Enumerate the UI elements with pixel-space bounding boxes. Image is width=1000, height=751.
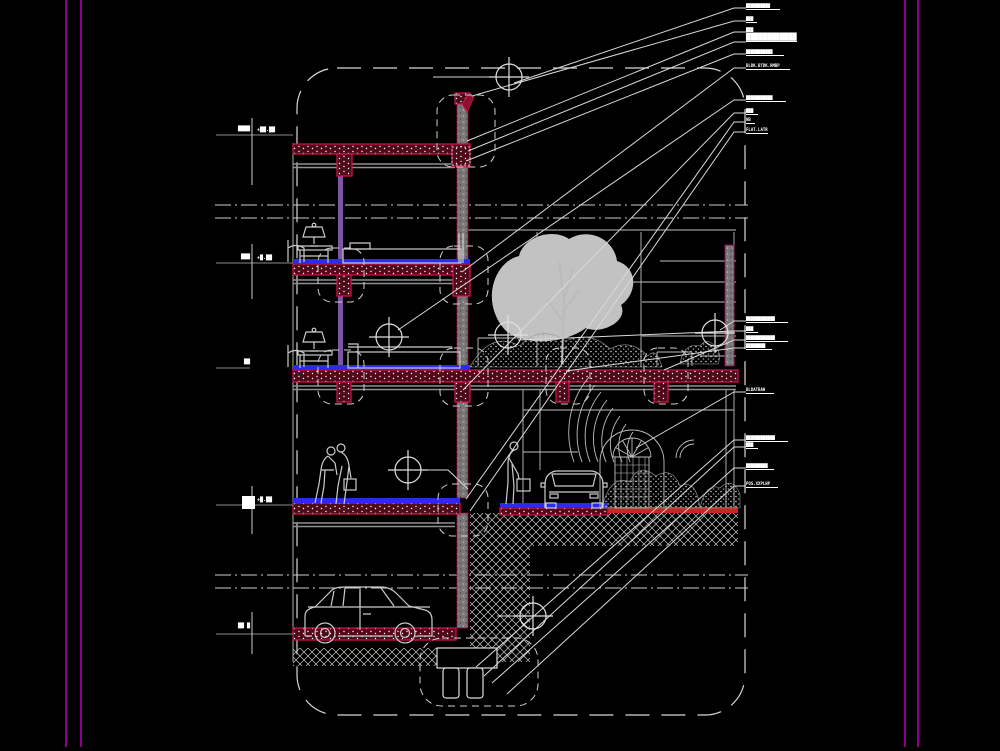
annotation-label-top: NB (746, 118, 755, 124)
chair (287, 240, 305, 262)
leader-line (462, 112, 746, 391)
detail-bubble (436, 94, 496, 168)
level-value-right: +█.██ (257, 255, 273, 261)
detail-bubble (439, 245, 489, 305)
beam-dotted-box (451, 146, 471, 166)
furniture-level2 (287, 327, 461, 369)
level-marker-lines (216, 134, 293, 635)
sidewalk-red-band (608, 507, 738, 513)
car-side-view (304, 586, 433, 644)
detail-bubble (437, 483, 489, 537)
chair (287, 345, 305, 367)
annotation-label-bottom: █████████ (746, 464, 774, 470)
tree-trunk (547, 261, 580, 365)
detail-bubble (419, 637, 539, 707)
annotation-label-top: ███████████ (746, 96, 786, 102)
leader-line (483, 446, 746, 677)
annotation-label-top: ██████████ (746, 4, 780, 10)
annotation-label-top: ███ (746, 17, 757, 23)
leader-line (517, 330, 746, 341)
leader-line (565, 347, 746, 372)
annotation-label-top: BLDK.BTDK.RMBP (746, 64, 790, 70)
floor-slabs (292, 92, 739, 641)
annotation-linework (251, 7, 746, 707)
annotation-label-middle: ████████████ (746, 336, 788, 342)
arched-entry (568, 376, 695, 509)
garden-shrubs (601, 469, 741, 509)
detail-bubble (643, 347, 689, 405)
section-cloud-outline (296, 67, 746, 716)
leader-line (719, 320, 746, 331)
annotation-label-top: FLAT.LATR (746, 127, 768, 134)
leader-line (397, 99, 746, 331)
level-symbol-square (242, 496, 255, 509)
sheet-border-lines (65, 0, 919, 747)
annotation-label-top: ███ (746, 109, 758, 115)
parapet-cap-detail (461, 94, 475, 113)
car-front-view (540, 470, 608, 509)
annotation-label-middle: ████████ (746, 344, 772, 350)
level-value-left: ██ (243, 359, 250, 365)
leader-line (635, 391, 746, 449)
people (314, 441, 531, 505)
detail-bubble (439, 347, 489, 407)
furniture-level3 (287, 222, 464, 264)
annotation-label-middle: BLDATBAH (746, 388, 774, 394)
bracket-arcs (675, 439, 695, 459)
foundation (436, 647, 498, 699)
level-value-right: +█.██ (257, 497, 273, 503)
leader-line (475, 439, 746, 668)
detail-bubble (317, 247, 365, 303)
leader-line (466, 31, 746, 142)
annotation-label-bottom: ████████████ (746, 436, 788, 442)
leader-line (506, 485, 746, 695)
leader-line (465, 53, 746, 162)
leader-line (461, 67, 746, 273)
level-value-right: +██.██ (257, 127, 276, 133)
leader-line (663, 339, 746, 371)
level-value-left: ████ (237, 126, 250, 132)
annotation-label-middle: ███ (746, 327, 758, 333)
annotation-label-top: ███ (746, 28, 758, 34)
detail-bubble (545, 347, 591, 405)
leader-line (491, 467, 746, 684)
level-value-left: ██ █ (237, 623, 250, 629)
leader-line (471, 20, 746, 97)
annotation-label-top: ████████████ (746, 33, 797, 42)
leader-line (421, 469, 469, 490)
annotation-label-top: ███████████ (746, 50, 784, 56)
planter-lines (477, 337, 693, 366)
leader-line (467, 41, 746, 152)
annotation-label-bottom: POS.XXPLHP (746, 482, 778, 488)
level-value-left: ███ (240, 254, 250, 260)
leader-line (513, 7, 746, 84)
detail-bubble (317, 349, 365, 405)
leader-line (469, 131, 746, 512)
leader-line (465, 121, 746, 500)
annotation-label-middle: ████████████ (746, 317, 788, 323)
annotation-label-bottom: ███ (746, 443, 758, 449)
